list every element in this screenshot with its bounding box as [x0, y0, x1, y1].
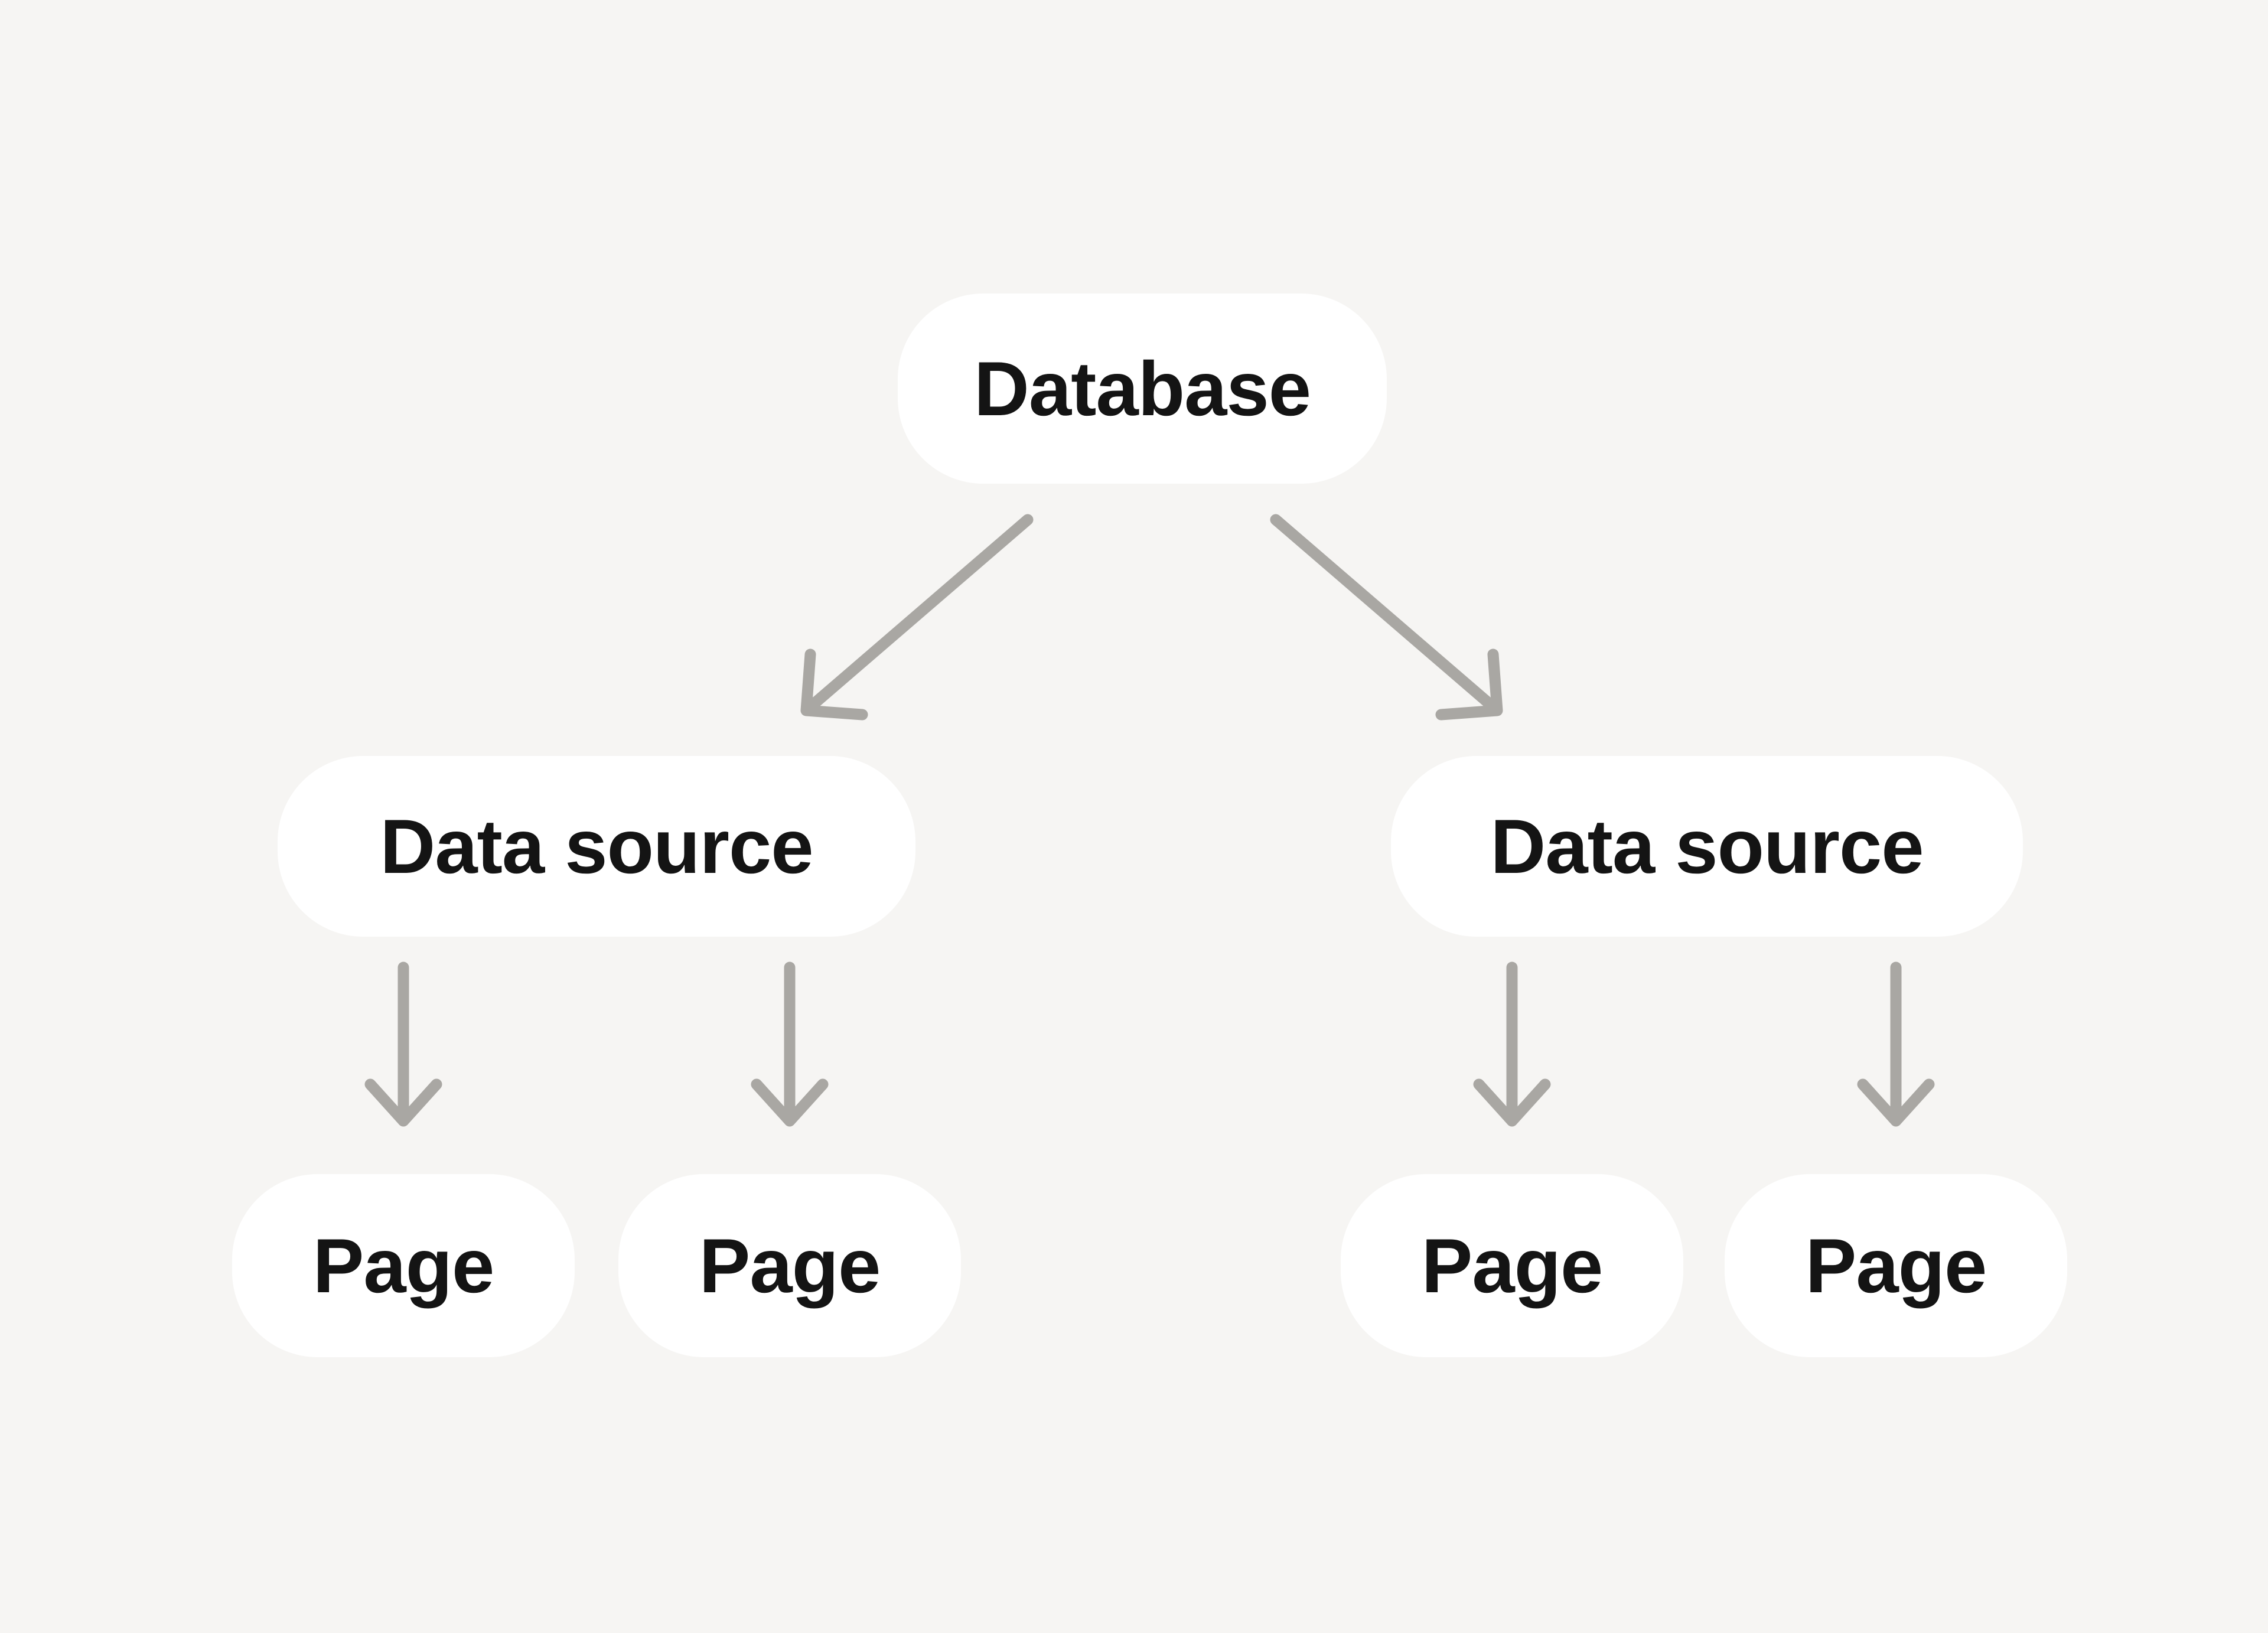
node-page-1: Page	[232, 1174, 575, 1357]
arrow-data-source-2-to-page-4	[1857, 961, 1935, 1127]
node-page-1-label: Page	[312, 1223, 495, 1309]
node-database: Database	[898, 294, 1387, 484]
node-data-source-2-label: Data source	[1490, 803, 1924, 889]
node-data-source-1-label: Data source	[380, 803, 813, 889]
node-page-3: Page	[1341, 1174, 1683, 1357]
node-page-3-label: Page	[1421, 1223, 1604, 1309]
arrow-data-source-1-to-page-2	[751, 961, 829, 1127]
arrow-data-source-1-to-page-1	[364, 961, 442, 1127]
node-data-source-2: Data source	[1391, 756, 2023, 937]
arrow-database-to-data-source-2	[1270, 514, 1503, 721]
node-database-label: Database	[973, 345, 1311, 432]
node-page-4: Page	[1725, 1174, 2067, 1357]
node-page-2: Page	[618, 1174, 961, 1357]
node-page-4-label: Page	[1805, 1223, 1987, 1309]
arrow-database-to-data-source-1	[800, 514, 1034, 721]
arrow-data-source-2-to-page-3	[1473, 961, 1551, 1127]
node-data-source-1: Data source	[278, 756, 915, 937]
node-page-2-label: Page	[699, 1223, 881, 1309]
